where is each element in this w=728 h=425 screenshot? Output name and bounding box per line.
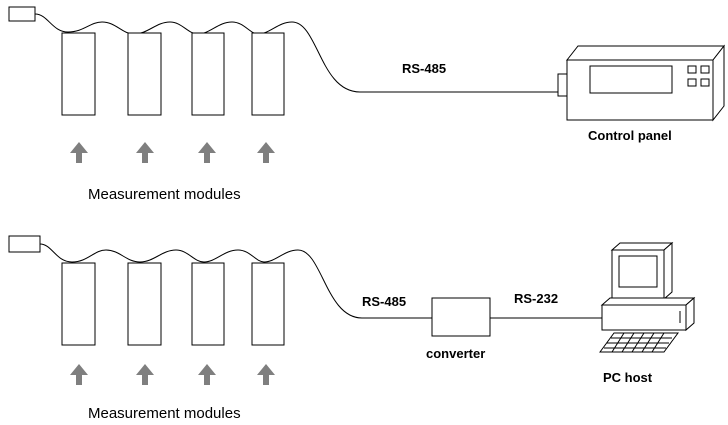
control-panel-label: Control panel xyxy=(588,128,672,143)
top-system: Measurement modules RS-485 Control panel xyxy=(8,6,726,203)
converter-box xyxy=(431,297,491,337)
pc-computer-icon xyxy=(599,241,696,353)
bottom-terminal-connector xyxy=(8,235,41,253)
bottom-system: Measurement modules RS-485 converter RS-… xyxy=(8,235,696,422)
bottom-modules-label: Measurement modules xyxy=(88,405,241,422)
arrow-up-icon xyxy=(198,142,216,163)
top-bus-label: RS-485 xyxy=(402,61,446,76)
top-module-1 xyxy=(61,32,96,116)
arrow-up-icon xyxy=(136,142,154,163)
arrow-up-icon xyxy=(257,142,275,163)
arrow-up-icon xyxy=(136,364,154,385)
top-module-2 xyxy=(127,32,162,116)
top-terminal-connector xyxy=(8,6,36,22)
control-panel-icon xyxy=(557,44,726,122)
bottom-daisy-chain-cable xyxy=(39,243,432,319)
rs485-label: RS-485 xyxy=(362,294,406,309)
top-module-4 xyxy=(251,32,285,116)
converter-label: converter xyxy=(426,346,485,361)
arrow-up-icon xyxy=(198,364,216,385)
top-module-3 xyxy=(191,32,225,116)
top-daisy-chain-cable xyxy=(34,13,558,93)
arrow-up-icon xyxy=(70,364,88,385)
arrow-up-icon xyxy=(257,364,275,385)
top-modules-label: Measurement modules xyxy=(88,186,241,203)
bottom-module-4 xyxy=(251,262,285,346)
pc-host-label: PC host xyxy=(603,370,653,385)
bottom-module-3 xyxy=(191,262,225,346)
rs232-label: RS-232 xyxy=(514,291,558,306)
arrow-up-icon xyxy=(70,142,88,163)
bottom-module-2 xyxy=(127,262,162,346)
bottom-module-1 xyxy=(61,262,96,346)
